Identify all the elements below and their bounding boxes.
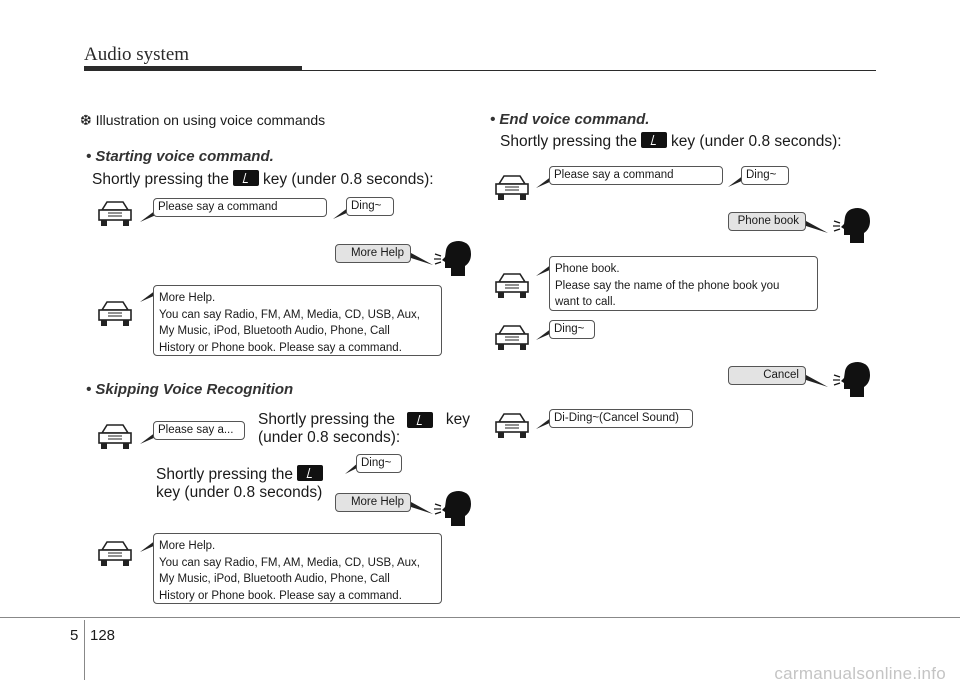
car-icon <box>98 201 132 226</box>
ding-bubble: Ding~ <box>346 197 394 216</box>
bubble-tail <box>728 175 744 187</box>
instruction-ending: Shortly pressing the key (under 0.8 secon… <box>500 132 842 151</box>
bubble-tail <box>536 176 552 188</box>
watermark: carmanualsonline.info <box>774 664 946 683</box>
talk-key-icon <box>297 465 323 481</box>
instruction-text: key (under 0.8 seconds): <box>671 133 842 150</box>
footer-divider <box>84 620 85 680</box>
section-title-skipping: • Skipping Voice Recognition <box>86 381 294 398</box>
car-icon <box>495 175 529 200</box>
system-prompt-bubble: Please say a command <box>549 166 723 185</box>
instruction-text: key (under 0.8 seconds) <box>156 484 323 501</box>
car-icon <box>495 325 529 350</box>
intro-line: ❆ Illustration on using voice commands <box>80 112 325 129</box>
instruction-text: Shortly pressing the <box>258 411 395 428</box>
ding-bubble: Ding~ <box>741 166 789 185</box>
car-icon <box>98 424 132 449</box>
help-line: My Music, iPod, Bluetooth Audio, Phone, … <box>159 573 390 585</box>
system-prompt-bubble: Please say a... <box>153 421 245 440</box>
help-line: More Help. <box>159 540 216 552</box>
bubble-tail <box>140 432 156 444</box>
bubble-tail <box>345 462 359 474</box>
instruction-text: key <box>445 411 470 428</box>
user-command-bubble: Phone book <box>728 212 806 231</box>
ding-bubble: Ding~ <box>356 454 402 473</box>
bubble-tail <box>140 540 156 552</box>
talk-key-icon <box>641 132 667 148</box>
car-icon <box>495 273 529 298</box>
user-command-bubble: More Help <box>335 244 411 263</box>
intro-text: Illustration on using voice commands <box>95 112 326 128</box>
instruction-text: Shortly pressing the <box>92 171 229 188</box>
speaking-head-icon <box>833 208 870 243</box>
speaking-head-icon <box>434 241 471 276</box>
instruction-text: (under 0.8 seconds): <box>258 429 401 446</box>
bubble-tail <box>411 502 433 514</box>
intro-marker: ❆ <box>80 112 92 128</box>
section-title-ending: • End voice command. <box>490 111 650 128</box>
system-prompt-bubble: Please say a command <box>153 198 327 217</box>
car-icon <box>495 413 529 438</box>
bubble-tail <box>536 417 552 429</box>
help-line: Phone book. <box>555 263 620 275</box>
header-rule-thick <box>84 66 302 71</box>
bubble-tail <box>536 328 552 340</box>
bubble-tail <box>140 290 156 302</box>
bubble-tail <box>140 210 156 222</box>
instruction-text: Shortly pressing the <box>156 466 293 483</box>
instruction-skip-2: Shortly pressing the key (under 0.8 seco… <box>156 465 327 502</box>
help-line: My Music, iPod, Bluetooth Audio, Phone, … <box>159 325 390 337</box>
help-line: want to call. <box>555 296 616 308</box>
system-phonebook-bubble: Phone book. Please say the name of the p… <box>549 256 818 311</box>
car-icon <box>98 541 132 566</box>
user-command-bubble: More Help <box>335 493 411 512</box>
help-line: You can say Radio, FM, AM, Media, CD, US… <box>159 556 420 569</box>
help-line: History or Phone book. Please say a comm… <box>159 341 402 354</box>
talk-key-icon <box>407 412 434 428</box>
system-help-bubble: More Help. You can say Radio, FM, AM, Me… <box>153 285 442 356</box>
section-title-starting: • Starting voice command. <box>86 148 274 165</box>
bubble-tail <box>536 264 552 276</box>
bubble-tail <box>806 375 828 387</box>
ding-bubble: Ding~ <box>549 320 595 339</box>
user-command-bubble: Cancel <box>728 366 806 385</box>
speaking-head-icon <box>833 362 870 397</box>
instruction-text: Shortly pressing the <box>500 133 637 150</box>
bubble-tail <box>411 253 433 265</box>
page-header-title: Audio system <box>84 44 190 65</box>
footer-rule <box>0 617 960 618</box>
talk-key-icon <box>233 170 259 186</box>
instruction-skip-1: Shortly pressing the key (under 0.8 secon… <box>258 411 470 447</box>
instruction-starting: Shortly pressing the key (under 0.8 secon… <box>92 170 434 189</box>
help-line: History or Phone book. Please say a comm… <box>159 589 402 602</box>
page-number: 128 <box>90 627 116 644</box>
help-line: Please say the name of the phone book yo… <box>555 279 780 292</box>
speaking-head-icon <box>434 491 471 526</box>
page-section-number: 5 <box>70 627 79 644</box>
help-line: You can say Radio, FM, AM, Media, CD, US… <box>159 308 420 321</box>
header-rule-thin <box>302 70 876 71</box>
cancel-sound-bubble: Di-Ding~(Cancel Sound) <box>549 409 693 428</box>
instruction-text: key (under 0.8 seconds): <box>263 171 434 188</box>
help-line: More Help. <box>159 292 216 304</box>
bubble-tail <box>333 207 349 219</box>
bubble-tail <box>806 221 828 233</box>
car-icon <box>98 301 132 326</box>
system-help-bubble: More Help. You can say Radio, FM, AM, Me… <box>153 533 442 604</box>
